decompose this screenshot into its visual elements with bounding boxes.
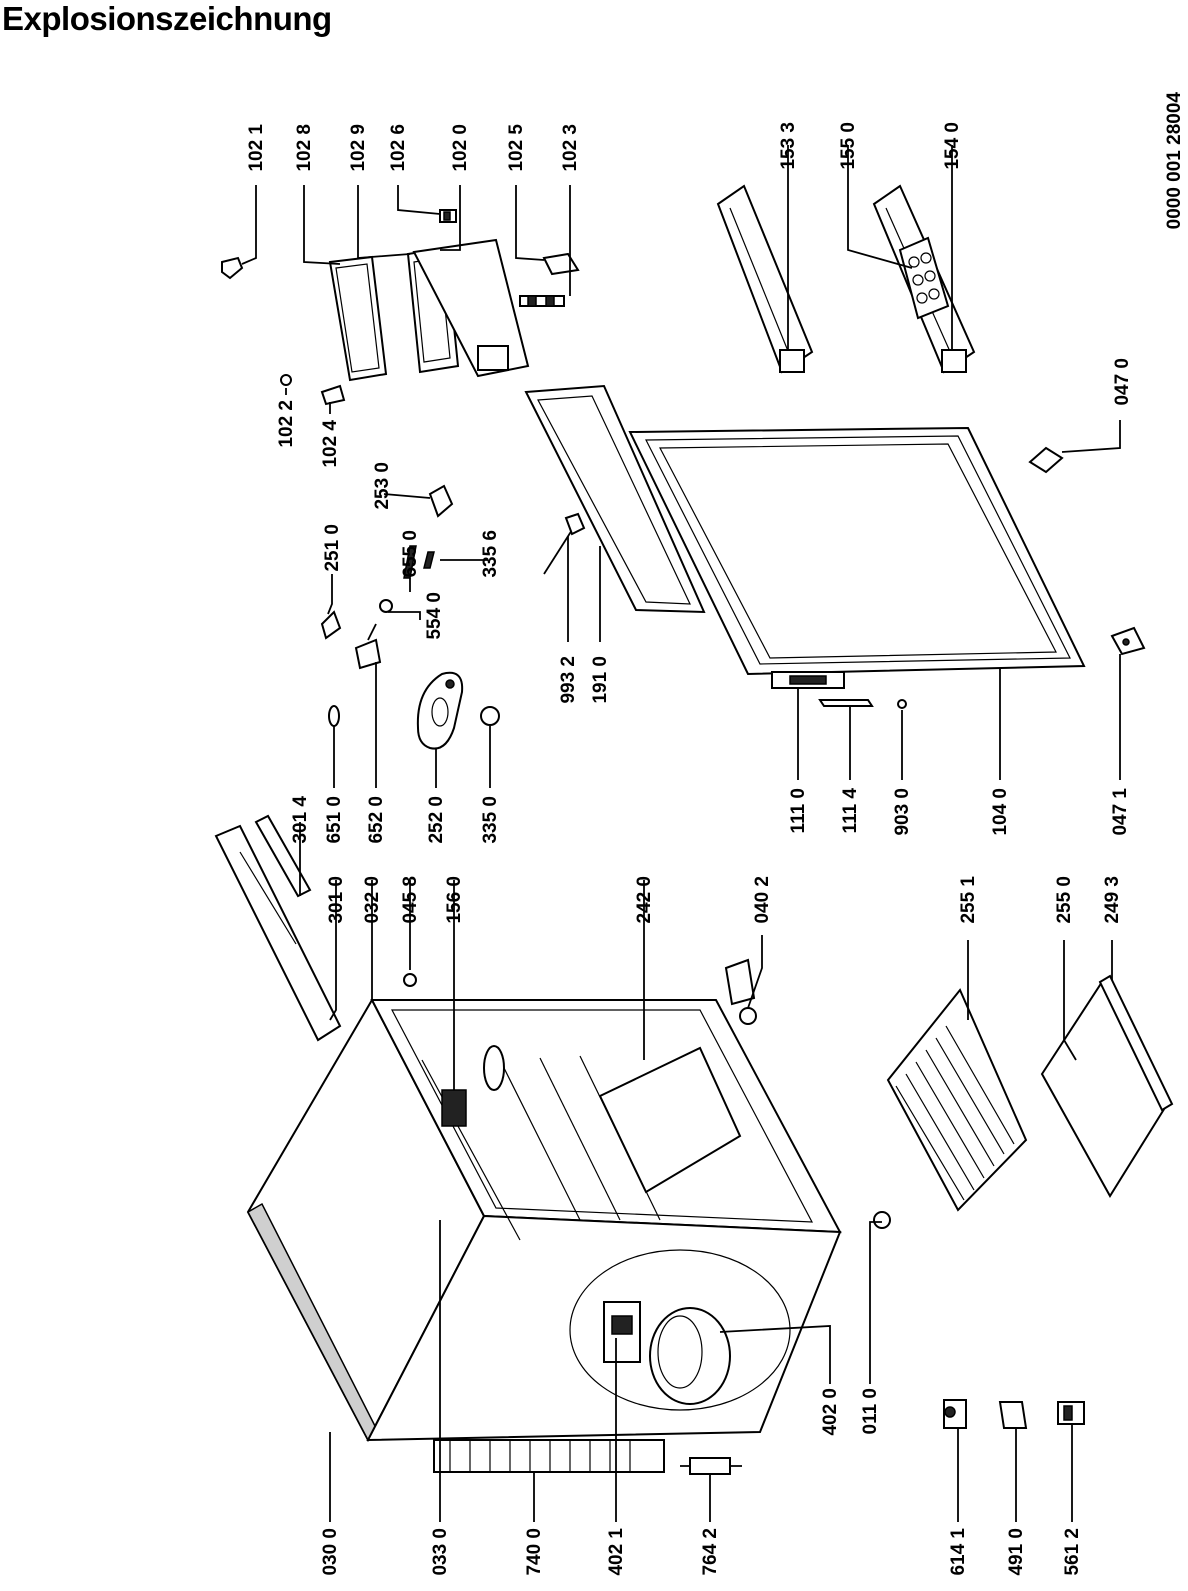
label-249-3: 249 3 — [1102, 876, 1123, 924]
part-491-0-cover — [998, 1401, 1028, 1429]
part-155-0-egg-tray — [898, 236, 950, 320]
label-251-0: 251 0 — [322, 524, 343, 572]
label-554-0: 554 0 — [424, 592, 445, 640]
part-102-5-cover — [542, 252, 580, 276]
label-993-2: 993 2 — [558, 656, 579, 704]
part-047-1-foot — [1110, 626, 1146, 656]
part-102-4-plate — [320, 384, 346, 406]
part-252-0-thermostat-housing — [416, 671, 464, 750]
part-102-6-clip — [439, 209, 457, 223]
label-102-3: 102 3 — [560, 124, 581, 172]
part-335-0-knob — [480, 706, 500, 726]
label-047-1: 047 1 — [1110, 788, 1131, 836]
label-111-4: 111 4 — [840, 788, 861, 834]
label-040-2: 040 2 — [752, 876, 773, 924]
part-402-0-compressor — [649, 1307, 731, 1405]
label-102-9: 102 9 — [348, 124, 369, 172]
label-402-0: 402 0 — [820, 1388, 841, 1436]
part-153-3-rail — [716, 184, 814, 374]
label-033-0: 033 0 — [430, 1528, 451, 1576]
part-402-1-relay — [603, 1301, 641, 1363]
label-102-6: 102 6 — [388, 124, 409, 172]
part-047-0-foot — [1028, 446, 1064, 474]
part-111-4-strip — [818, 699, 874, 707]
label-102-8: 102 8 — [294, 124, 315, 172]
part-652-0-switch — [354, 623, 382, 670]
part-102-3-bracket — [519, 295, 565, 307]
part-651-0-knob — [328, 705, 340, 727]
label-030-0: 030 0 — [320, 1528, 341, 1576]
label-255-0: 255 0 — [1054, 876, 1075, 924]
label-155-0: 155 0 — [838, 122, 859, 170]
label-614-1: 614 1 — [948, 1528, 969, 1576]
label-402-1: 402 1 — [606, 1528, 627, 1576]
part-301-4-strip — [254, 814, 312, 898]
label-111-0: 111 0 — [788, 788, 809, 833]
part-191-0-gasket — [524, 384, 706, 614]
label-491-0: 491 0 — [1006, 1528, 1027, 1576]
label-102-5: 102 5 — [506, 124, 527, 172]
part-labels: 102 1 102 8 102 9 102 6 102 0 102 5 102 … — [246, 122, 1133, 1576]
label-301-4: 301 4 — [290, 796, 311, 844]
label-156-0: 156 0 — [444, 876, 465, 924]
label-740-0: 740 0 — [524, 1528, 545, 1576]
part-102-2-screw — [280, 374, 292, 386]
part-045-8-screw — [403, 973, 417, 987]
label-652-0: 652 0 — [366, 796, 387, 844]
part-102-8-frame — [328, 255, 388, 382]
part-111-0-handle — [771, 671, 845, 689]
label-032-0: 032 0 — [362, 876, 383, 924]
part-251-0-cover — [320, 610, 342, 640]
part-104-0-door — [628, 426, 1086, 676]
label-903-0: 903 0 — [892, 788, 913, 836]
label-253-0: 253 0 — [372, 462, 393, 510]
part-993-2-cable — [543, 512, 586, 575]
part-614-1-switch — [943, 1399, 967, 1429]
label-561-2: 561 2 — [1062, 1528, 1083, 1576]
label-764-2: 764 2 — [700, 1528, 721, 1576]
part-102-0-shelf — [412, 238, 530, 378]
label-045-8: 045 8 — [400, 876, 421, 924]
label-104-0: 104 0 — [990, 788, 1011, 836]
part-255-1-shelf — [886, 988, 1028, 1212]
part-255-0-shelf — [1040, 980, 1168, 1198]
part-249-3-strip — [1098, 974, 1174, 1112]
part-903-0-screw — [897, 699, 907, 709]
part-301-0-top-strip — [214, 824, 342, 1042]
label-242-0: 242 0 — [634, 876, 655, 924]
label-335-0: 335 0 — [480, 796, 501, 844]
label-651-0: 651 0 — [324, 796, 345, 844]
part-740-0-condenser — [433, 1439, 665, 1473]
label-011-0: 011 0 — [860, 1388, 881, 1435]
label-102-1: 102 1 — [246, 124, 267, 172]
label-191-0: 191 0 — [590, 656, 611, 704]
label-301-0: 301 0 — [326, 876, 347, 924]
label-102-0: 102 0 — [450, 124, 471, 172]
part-011-0-foot — [873, 1211, 891, 1229]
label-153-3: 153 3 — [778, 122, 799, 170]
part-cabinet-body — [246, 997, 842, 1443]
page-title: Explosionszeichnung — [2, 0, 332, 37]
label-655-0: 655 0 — [400, 530, 421, 578]
label-252-0: 252 0 — [426, 796, 447, 844]
label-102-2: 102 2 — [276, 400, 297, 448]
label-255-1: 255 1 — [958, 876, 979, 924]
label-102-4: 102 4 — [320, 420, 341, 468]
part-102-1-clip — [221, 256, 244, 280]
part-335-6-pin — [423, 551, 435, 569]
part-554-0-lamp — [379, 599, 393, 613]
label-047-0: 047 0 — [1112, 358, 1133, 406]
part-040-2-hinge — [724, 958, 757, 1025]
part-253-0-hinge-cover — [428, 484, 454, 518]
leader-lines — [241, 145, 1121, 1522]
label-154-0: 154 0 — [942, 122, 963, 170]
document-number: 0000 001 28004 — [1164, 92, 1185, 230]
label-335-6: 335 6 — [480, 530, 501, 578]
part-561-2-bracket — [1057, 1401, 1085, 1425]
part-764-2-drier — [680, 1457, 742, 1475]
